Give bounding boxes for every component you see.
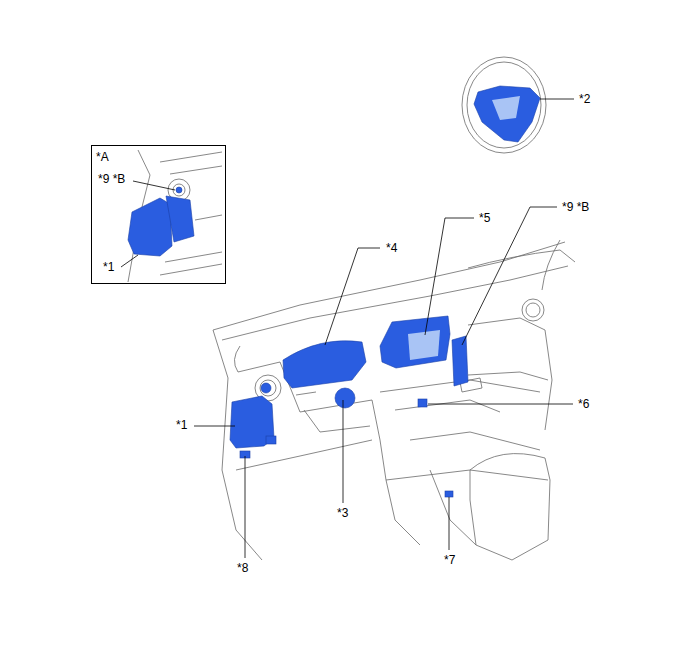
callout-number: *2: [579, 92, 590, 106]
callout-number: *1: [103, 260, 114, 274]
callout-number: *6: [578, 397, 589, 411]
callout-number: *5: [479, 211, 490, 225]
callout-number: *7: [444, 553, 455, 567]
leader-lines: [121, 99, 574, 558]
component-highlights: [408, 96, 520, 360]
callout-number: *1: [176, 418, 187, 432]
callout-number: *3: [337, 506, 348, 520]
dashboard-outline: [213, 57, 575, 560]
callout-number: *9 *B: [562, 200, 589, 214]
callout-number: *8: [237, 561, 248, 575]
callout-number: *9 *B: [98, 172, 125, 186]
component-parts: [128, 86, 540, 497]
inset-outline: [128, 150, 222, 282]
callout-number: *4: [386, 241, 397, 255]
view-label: *A: [96, 150, 109, 164]
